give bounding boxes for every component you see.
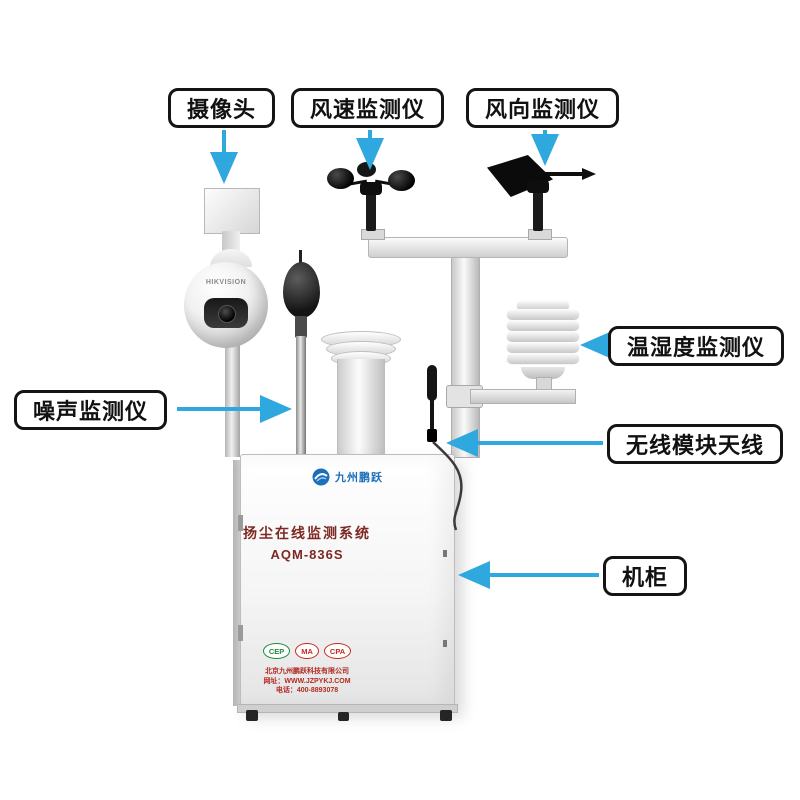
- wireless-antenna-rod: [430, 398, 434, 431]
- cabinet-latch-top: [443, 550, 447, 557]
- wind-vane-stem: [533, 190, 543, 231]
- cert-badge-ma: MA: [295, 643, 319, 659]
- cabinet-latch-bottom: [443, 640, 447, 647]
- cert-badge-cep: CEP: [262, 643, 291, 659]
- wind-vane-pivot: [527, 180, 549, 193]
- cabinet-foot-middle: [338, 712, 349, 721]
- brand-logo: 九州鹏跃: [241, 468, 454, 486]
- shield-bracket-arm: [470, 389, 576, 404]
- cabinet-title: 扬尘在线监测系统: [243, 525, 371, 541]
- noise-sensor-spike: [299, 250, 302, 265]
- cabinet-hinge-top: [238, 515, 243, 531]
- anemometer-stem: [366, 192, 376, 231]
- callout-noise: 噪声监测仪: [14, 390, 168, 430]
- noise-sensor-mic-body: [295, 316, 307, 338]
- radiation-shield-plate: [507, 331, 579, 341]
- radiation-shield-plate: [507, 309, 579, 319]
- mast-pole: [451, 252, 480, 458]
- radiation-shield-plate: [507, 342, 579, 352]
- callout-wind-speed: 风速监测仪: [291, 88, 445, 128]
- radiation-shield-base: [521, 367, 565, 379]
- cabinet-foot-left: [246, 710, 258, 721]
- camera-mount-arm: [222, 231, 240, 254]
- wireless-antenna-whip: [427, 365, 437, 401]
- noise-sensor-windscreen: [283, 262, 320, 318]
- company-info: 北京九州鹏跃科技有限公司 网址：WWW.JZPYKJ.COM 电话：400-88…: [241, 667, 373, 696]
- callout-wireless-antenna: 无线模块天线: [607, 424, 784, 464]
- company-line-3: 电话：400-8893078: [275, 687, 339, 694]
- callout-camera: 摄像头: [168, 88, 276, 128]
- anemometer-cup-right: [388, 170, 415, 191]
- company-line-1: 北京九州鹏跃科技有限公司: [265, 668, 349, 675]
- callout-wind-direction: 风向监测仪: [466, 88, 620, 128]
- callout-cabinet: 机柜: [603, 556, 688, 596]
- radiation-shield-cap: [517, 300, 569, 310]
- camera-mount-plate: [204, 188, 260, 234]
- anemometer-hub: [360, 182, 382, 195]
- mast-crossbeam: [368, 237, 568, 258]
- camera-pole: [225, 344, 240, 457]
- brand-logo-text: 九州鹏跃: [335, 472, 383, 484]
- wind-vane-nose: [582, 168, 596, 180]
- dust-sensor-body: [337, 359, 385, 458]
- ptz-camera-dome: HIKVISION: [184, 262, 268, 348]
- callout-temp-humidity: 温湿度监测仪: [608, 326, 785, 366]
- brand-logo-icon: [312, 468, 330, 486]
- cert-badge-cpa: CPA: [323, 643, 352, 659]
- anemometer-cup-middle: [357, 162, 376, 177]
- cabinet-hinge-bottom: [238, 625, 243, 641]
- radiation-shield-plate: [507, 320, 579, 330]
- cabinet-model: AQM-836S: [270, 547, 344, 562]
- company-line-2: 网址：WWW.JZPYKJ.COM: [263, 677, 351, 685]
- anemometer-cup-left: [327, 168, 354, 189]
- camera-lens: [204, 298, 248, 328]
- cabinet-foot-right: [440, 710, 452, 721]
- cabinet-front-panel: 九州鹏跃 扬尘在线监测系统 AQM-836S CEP MA CPA 北京九州鹏跃…: [238, 454, 455, 708]
- camera-brand-text: HIKVISION: [205, 279, 247, 286]
- radiation-shield-plate: [507, 353, 579, 363]
- certification-badges: CEP MA CPA: [241, 643, 373, 659]
- noise-sensor-pole: [296, 336, 306, 457]
- wireless-antenna-base: [427, 429, 437, 442]
- cabinet-side-panel: [233, 460, 242, 706]
